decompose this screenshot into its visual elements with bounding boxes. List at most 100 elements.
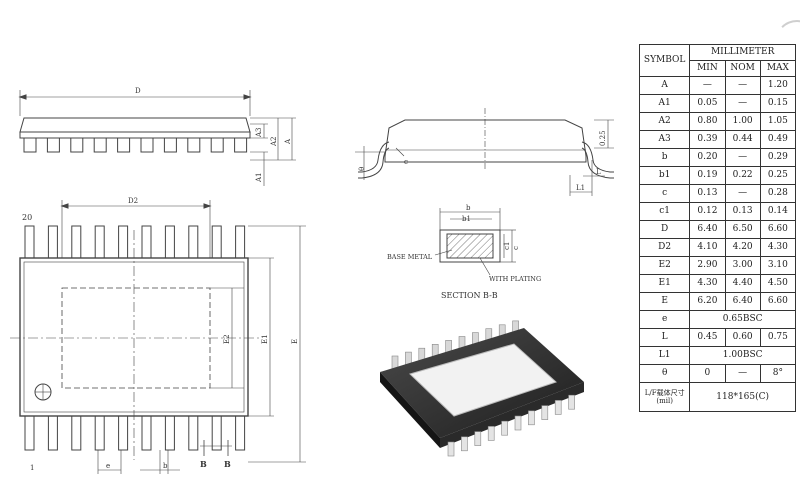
dim-025-label: 0.25: [599, 130, 607, 146]
section-b-marker-left: B: [200, 459, 207, 469]
dim-a-label: A: [284, 138, 292, 145]
table-row: A——1.20: [638, 76, 797, 95]
side-lead: [140, 137, 154, 153]
section-b-label: b: [466, 204, 471, 212]
dim-l1-label: L1: [576, 184, 585, 192]
row-symbol: L1: [638, 346, 691, 365]
row-nom: —: [724, 94, 761, 113]
row-max: 6.60: [759, 220, 797, 239]
photo-back-leads: [391, 320, 519, 371]
dim-e-pitch-label: e: [106, 462, 110, 470]
row-value: 0.65BSC: [689, 310, 796, 329]
row-max: 0.75: [759, 328, 797, 347]
row-min: 0: [689, 364, 726, 383]
side-view: [18, 90, 296, 186]
row-nom: 3.00: [724, 256, 761, 275]
section-view: [434, 208, 516, 276]
section-b-marker-right: B: [224, 459, 231, 469]
row-symbol: L: [638, 328, 691, 347]
row-min: —: [689, 76, 726, 95]
row-nom: —: [724, 76, 761, 95]
side-lead: [163, 137, 177, 153]
top-lead: [141, 225, 152, 259]
frame-size-value: 118*165(C): [689, 382, 796, 412]
corner-arc-decoration: [775, 20, 800, 64]
row-nom: 6.40: [724, 292, 761, 311]
bottom-lead: [141, 415, 152, 451]
row-min: 0.05: [689, 94, 726, 113]
row-nom: 4.20: [724, 238, 761, 257]
row-nom: 6.50: [724, 220, 761, 239]
side-lead: [210, 137, 224, 153]
dim-d-label: D: [135, 87, 141, 95]
row-min: 4.30: [689, 274, 726, 293]
photo-lead: [528, 410, 535, 426]
top-lead: [118, 225, 129, 259]
row-max: 4.50: [759, 274, 797, 293]
photo-lead: [501, 420, 508, 436]
photo-lead: [568, 394, 575, 410]
row-max: 0.25: [759, 166, 797, 185]
row-symbol: θ: [638, 364, 691, 383]
row-max: 6.60: [759, 292, 797, 311]
row-nom: 0.44: [724, 130, 761, 149]
pin-1-label: 1: [30, 464, 34, 472]
dim-a3-label: A3: [255, 127, 263, 138]
row-max: 1.20: [759, 76, 797, 95]
row-max: 1.05: [759, 112, 797, 131]
with-plating-label: WITH PLATING: [489, 275, 541, 283]
dim-e1-label: E1: [261, 334, 269, 344]
bottom-lead: [188, 415, 199, 451]
col-header-nom: NOM: [724, 60, 761, 77]
row-symbol: c1: [638, 202, 691, 221]
bottom-lead: [118, 415, 129, 451]
row-nom: 1.00: [724, 112, 761, 131]
row-min: 0.45: [689, 328, 726, 347]
end-view: [355, 108, 614, 196]
frame-size-line2: (mil): [656, 397, 673, 405]
section-b1-label: b1: [462, 215, 471, 223]
pin-20-label: 20: [22, 213, 32, 222]
side-lead: [23, 137, 37, 153]
table-row: L/F载体尺寸(mil)118*165(C): [638, 382, 796, 412]
section-c-label: c: [512, 246, 520, 250]
row-max: 0.28: [759, 184, 797, 203]
photo-lead: [474, 431, 482, 446]
side-lead: [234, 137, 248, 153]
dim-e2-label: E2: [223, 334, 231, 344]
row-max: 0.49: [759, 130, 797, 149]
frame-size-line1: L/F载体尺寸: [644, 389, 685, 397]
top-lead: [211, 225, 222, 259]
row-symbol: D: [638, 220, 691, 239]
photo-lead: [554, 400, 562, 415]
photo-exposed-pad: [409, 343, 557, 417]
top-lead: [164, 225, 175, 259]
row-symbol: A3: [638, 130, 691, 149]
top-view: [10, 200, 306, 474]
row-nom: 4.40: [724, 274, 761, 293]
photo-front-leads: [447, 394, 575, 457]
package-photo: [380, 320, 584, 457]
row-nom: —: [724, 148, 761, 167]
frame-size-symbol: L/F载体尺寸(mil): [638, 382, 691, 412]
row-value: 1.00BSC: [689, 346, 796, 365]
row-max: 3.10: [759, 256, 797, 275]
row-min: 4.10: [689, 238, 726, 257]
top-lead: [188, 225, 199, 259]
bottom-lead: [71, 415, 82, 451]
top-lead: [71, 225, 82, 259]
dim-a1-label: A1: [255, 172, 263, 183]
dim-b-label: b: [163, 462, 168, 470]
row-max: 0.14: [759, 202, 797, 221]
